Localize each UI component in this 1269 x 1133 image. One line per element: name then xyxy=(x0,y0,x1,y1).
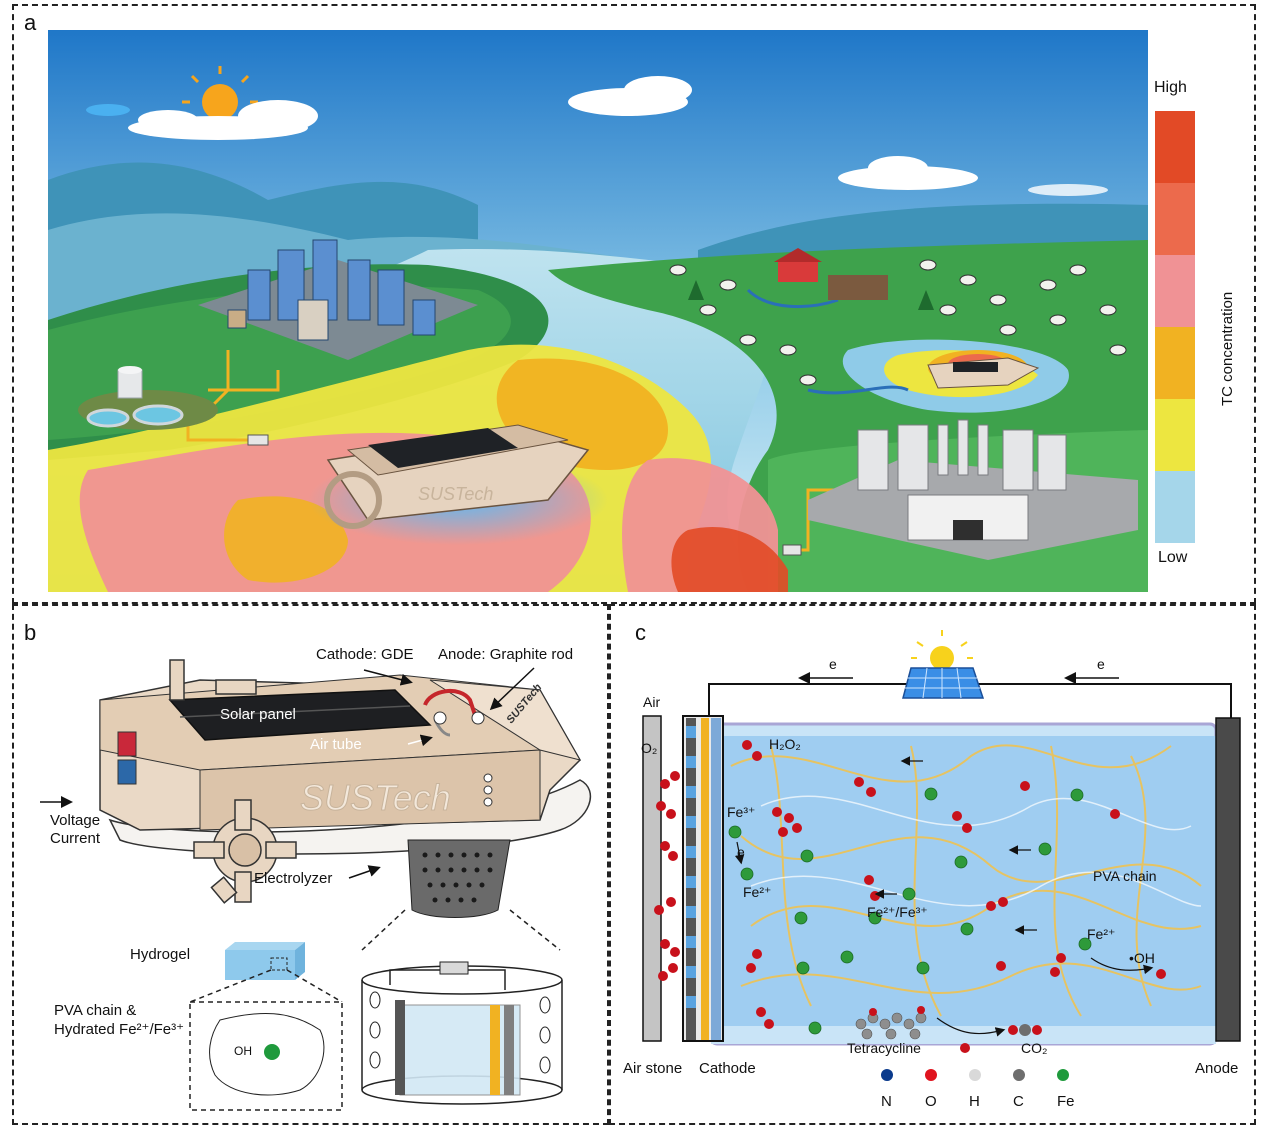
label-co2: CO₂ xyxy=(1021,1040,1048,1056)
label-solar-panel: Solar panel xyxy=(220,706,296,723)
label-fe2: Fe²⁺ xyxy=(743,884,772,900)
label-fe3: Fe³⁺ xyxy=(727,804,756,820)
label-air: Air xyxy=(643,694,661,710)
label-air-tube: Air tube xyxy=(310,736,362,753)
atom-legend-label-h: H xyxy=(969,1093,980,1110)
label-electron-left: e xyxy=(829,656,837,672)
sun-icon xyxy=(182,66,258,120)
label-pva-line1: PVA chain & xyxy=(54,1002,137,1019)
atom-legend-label-n: N xyxy=(881,1093,892,1110)
label-hydrogel: Hydrogel xyxy=(130,946,191,963)
panel-b: b SUSTech xyxy=(12,604,609,1125)
scale-band-5 xyxy=(1155,471,1195,543)
label-voltage: Voltage xyxy=(50,812,101,829)
legend-high-label: High xyxy=(1154,79,1187,96)
panel-b-label: b xyxy=(24,620,37,645)
label-pva-chain: PVA chain xyxy=(1093,868,1157,884)
panel-a-label: a xyxy=(24,10,37,35)
label-fe2-fe3: Fe²⁺/Fe³⁺ xyxy=(867,904,928,920)
label-h2o2: H₂O₂ xyxy=(769,736,801,752)
panel-a: a xyxy=(12,4,1256,604)
landscape-illustration: SUSTech xyxy=(48,30,1148,592)
atom-legend-swatch-o xyxy=(925,1069,937,1081)
label-oh: OH xyxy=(234,1044,252,1058)
label-cathode: Cathode xyxy=(699,1060,756,1077)
label-anode: Anode xyxy=(1195,1060,1239,1077)
scale-band-0 xyxy=(1155,111,1195,184)
label-air-stone: Air stone xyxy=(623,1060,683,1077)
atom-legend-swatch-n xyxy=(881,1069,893,1081)
solar-panel-icon xyxy=(902,630,985,699)
cloud-icon xyxy=(86,76,1108,196)
scale-band-2 xyxy=(1155,255,1195,328)
panel-c-label: c xyxy=(635,620,646,645)
scale-band-4 xyxy=(1155,399,1195,472)
panel-c: c xyxy=(609,604,1256,1125)
svg-text:SUSTech: SUSTech xyxy=(418,484,493,504)
atom-legend-swatch-h xyxy=(969,1069,981,1081)
legend-low-label: Low xyxy=(1158,549,1188,566)
label-o2: O₂ xyxy=(641,740,658,756)
label-electron-right: e xyxy=(1097,656,1105,672)
label-pva-line2: Hydrated Fe²⁺/Fe³⁺ xyxy=(54,1021,185,1038)
svg-text:SUSTech: SUSTech xyxy=(300,777,451,818)
label-cathode-gde: Cathode: GDE xyxy=(316,646,414,663)
atom-legend-swatch-c xyxy=(1013,1069,1025,1081)
boat-device-illustration: SUSTech SUSTech xyxy=(99,659,591,1111)
label-anode-graphite: Anode: Graphite rod xyxy=(438,646,574,663)
legend-title: TC concentration xyxy=(1219,291,1236,406)
atom-legend-label-c: C xyxy=(1013,1093,1024,1110)
label-fe2-right: Fe²⁺ xyxy=(1087,926,1116,942)
label-electrolyzer: Electrolyzer xyxy=(254,870,333,887)
label-electron-mid: e xyxy=(737,844,745,860)
atom-legend-label-o: O xyxy=(925,1093,937,1110)
central-boat: SUSTech xyxy=(324,424,590,529)
label-tetracycline: Tetracycline xyxy=(847,1040,921,1056)
atom-legend-swatch-fe xyxy=(1057,1069,1069,1081)
label-oh-radical: •OH xyxy=(1129,950,1155,966)
electrochemical-cell-diagram xyxy=(642,630,1241,1081)
atom-legend-label-fe: Fe xyxy=(1057,1093,1075,1110)
scale-band-3 xyxy=(1155,327,1195,400)
label-current: Current xyxy=(50,830,101,847)
scale-band-1 xyxy=(1155,183,1195,256)
tc-color-scale xyxy=(1155,111,1195,543)
